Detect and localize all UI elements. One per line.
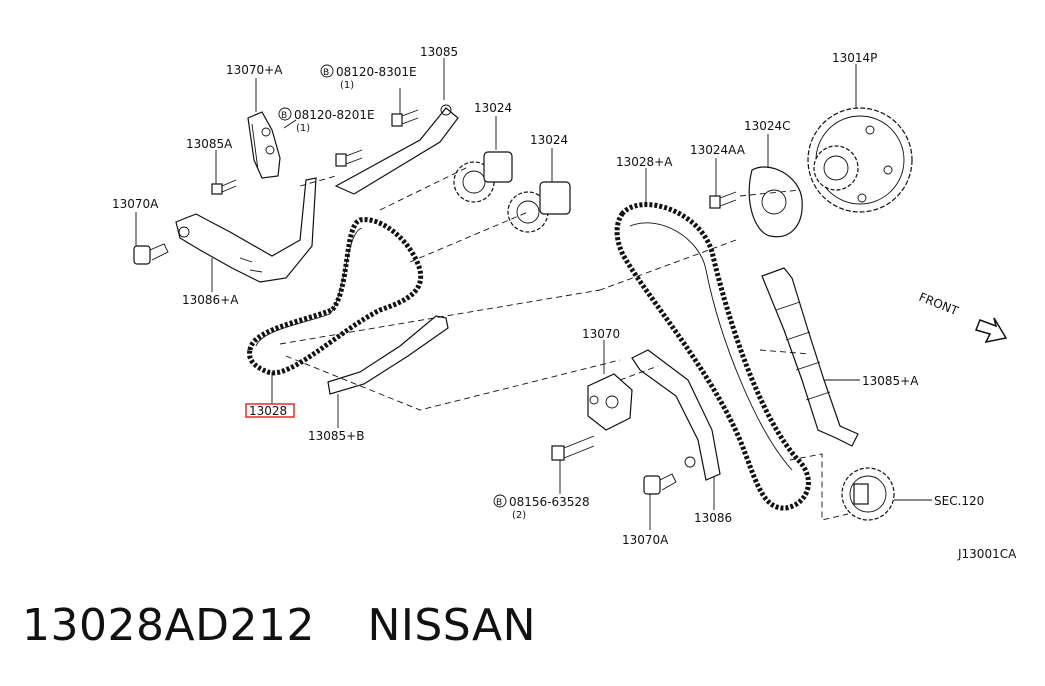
brand-name: NISSAN <box>367 600 537 651</box>
label-13024aa[interactable]: 13024AA <box>690 143 746 157</box>
bolt-08156-63528[interactable] <box>551 435 595 461</box>
label-13070[interactable]: 13070 <box>582 327 620 341</box>
label-08120-8201e[interactable]: 08120-8201E <box>294 108 375 122</box>
label-13028a-plus[interactable]: 13028+A <box>616 155 673 169</box>
label-13085b-plus[interactable]: 13085+B <box>308 429 364 443</box>
guide-13085b-plus[interactable] <box>327 315 449 395</box>
chain-13028a-plus[interactable] <box>614 202 811 511</box>
label-13014p[interactable]: 13014P <box>832 51 877 65</box>
label-13086a-plus[interactable]: 13086+A <box>182 293 239 307</box>
guide-13086[interactable] <box>631 349 721 481</box>
label-13070a-right[interactable]: 13070A <box>622 533 669 547</box>
label-13070a-plus[interactable]: 13070+A <box>226 63 283 77</box>
sprocket-13024-a[interactable] <box>453 151 513 203</box>
guide-13085[interactable] <box>334 104 459 195</box>
guide-13086a-plus[interactable] <box>175 177 317 283</box>
footer: 13028AD212 NISSAN <box>22 600 574 651</box>
plate-13024c[interactable] <box>748 166 803 238</box>
sprocket-13014p[interactable] <box>807 107 913 213</box>
label-13024-b[interactable]: 13024 <box>530 133 568 147</box>
label-13024c[interactable]: 13024C <box>744 119 791 133</box>
label-13028[interactable]: 13028 <box>249 404 287 418</box>
tensioner-13070[interactable] <box>587 373 633 431</box>
tensioner-13070a-plus[interactable] <box>247 111 281 179</box>
plug-13070a-right[interactable] <box>643 473 677 495</box>
bolt-08120-8201e[interactable] <box>335 149 363 167</box>
plug-13070a[interactable] <box>133 243 169 265</box>
label-13085[interactable]: 13085 <box>420 45 458 59</box>
bolt-08120-8301e[interactable] <box>391 109 419 127</box>
label-08120-8301e[interactable]: 08120-8301E <box>336 65 417 79</box>
label-13085a[interactable]: 13085A <box>186 137 233 151</box>
sprocket-sec120[interactable] <box>841 467 895 521</box>
front-arrow: FRONT <box>917 290 1008 344</box>
label-13024-a[interactable]: 13024 <box>474 101 512 115</box>
label-08120-8201e-qty: (1) <box>296 123 310 134</box>
svg-text:B: B <box>323 68 329 78</box>
label-13085a-plus[interactable]: 13085+A <box>862 374 919 388</box>
part-number: 13028AD212 <box>22 600 315 651</box>
front-label: FRONT <box>917 290 961 319</box>
arrow-icon <box>974 317 1008 344</box>
svg-text:B: B <box>281 111 287 121</box>
label-08156-63528[interactable]: 08156-63528 <box>509 495 590 509</box>
highlight-box <box>245 403 295 418</box>
bolt-marker-icon: B <box>278 107 292 121</box>
label-08156-63528-qty: (2) <box>512 510 526 521</box>
timing-chain-diagram: 13070+A 13085A 13070A 13086+A 13085 B 08… <box>112 45 1017 561</box>
bolt-marker-icon: B <box>320 64 334 78</box>
label-08120-8301e-qty: (1) <box>340 80 354 91</box>
label-sec120[interactable]: SEC.120 <box>934 494 984 508</box>
sprocket-13024-b[interactable] <box>507 181 571 233</box>
label-13086[interactable]: 13086 <box>694 511 732 525</box>
bolt-13085a[interactable] <box>211 179 237 195</box>
diagram-id: J13001CA <box>957 547 1017 561</box>
bolt-marker-icon: B <box>493 494 507 508</box>
svg-text:B: B <box>496 498 502 508</box>
bolt-13024aa[interactable] <box>709 191 737 209</box>
guide-13085a-plus[interactable] <box>761 267 859 447</box>
label-13070a[interactable]: 13070A <box>112 197 159 211</box>
